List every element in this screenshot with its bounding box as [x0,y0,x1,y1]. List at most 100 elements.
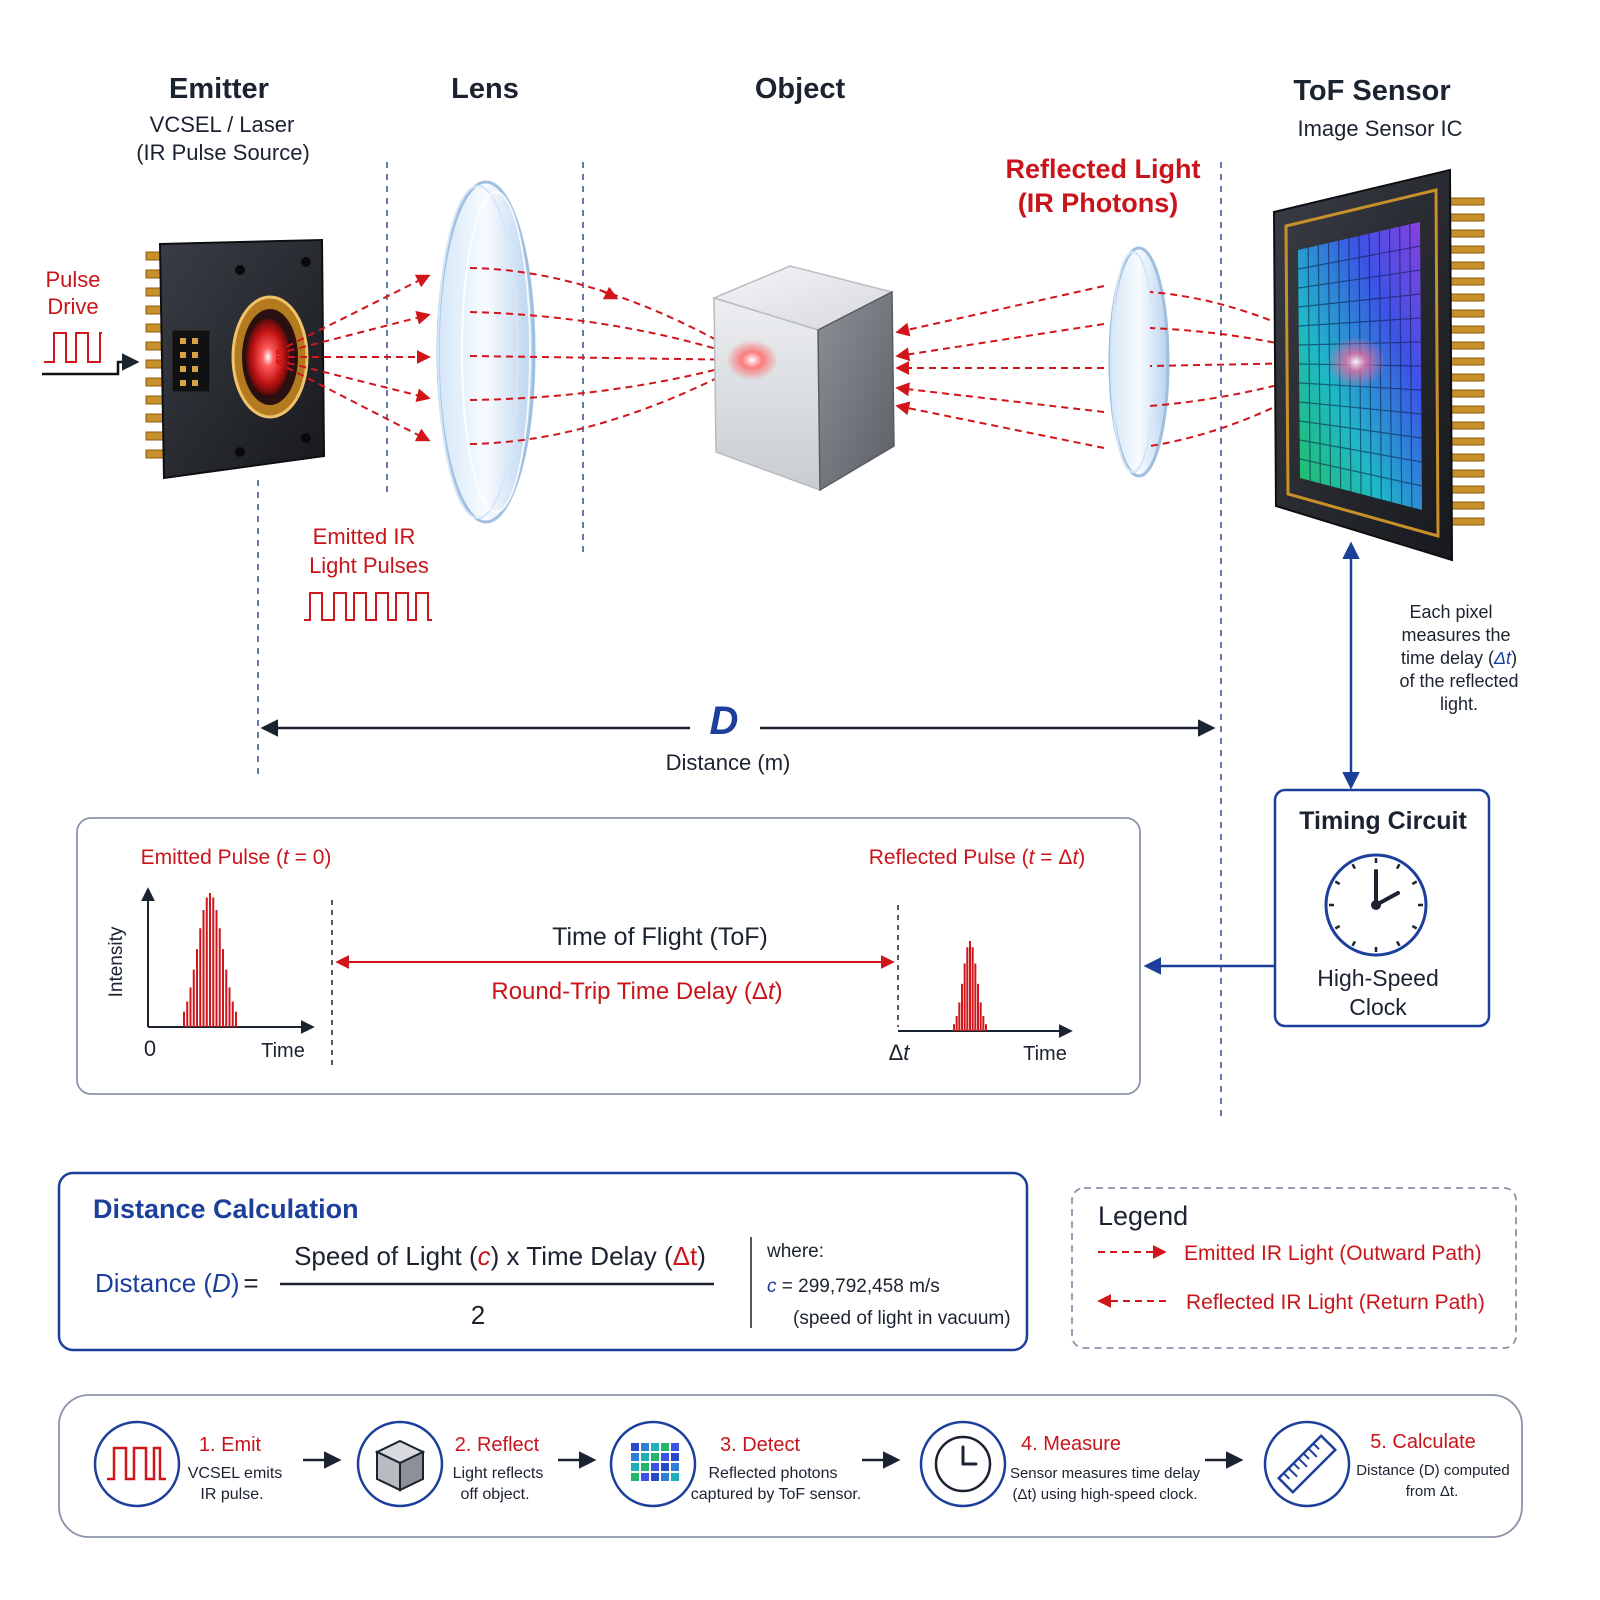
step-1-icon-ring [93,1420,181,1508]
emitted-ir-label-2: Light Pulses [309,553,429,578]
emitted-rays-left [275,274,431,442]
grid-cell [661,1463,669,1471]
grid-cell [631,1443,639,1451]
pixel-note-2: measures the [1401,625,1510,645]
clock-icon [934,1435,992,1493]
grid-cell [671,1463,679,1471]
object-cube [711,265,895,492]
step-2: 2. Reflect Light reflects off object. [356,1420,544,1508]
c-value: c = 299,792,458 m/s [767,1276,940,1297]
grid-icon [631,1443,679,1481]
emitter-subtitle-1: VCSEL / Laser [150,112,295,137]
grid-cell [661,1443,669,1451]
grid-cell [631,1453,639,1461]
emitter-chip [145,238,326,480]
timing-circuit-box: Timing Circuit High-Speed Clock [1273,788,1491,1028]
timing-circuit-title: Timing Circuit [1299,807,1467,835]
emitted-pulse-train [304,592,432,621]
pulse-drive-label-2: Drive [47,294,98,319]
grid-cell [641,1473,649,1481]
legend-reflected-label: Reflected IR Light (Return Path) [1186,1291,1485,1314]
grid-cell [641,1443,649,1451]
grid-cell [641,1463,649,1471]
grid-cell [661,1473,669,1481]
sensor-title: ToF Sensor [1293,75,1450,107]
step-4-line-1: Sensor measures time delay [1010,1465,1201,1482]
small-lens-element [1108,246,1170,478]
step-3-line-1: Reflected photons [709,1465,838,1482]
grid-cell [671,1443,679,1451]
focused-ray-arrow [599,286,619,300]
grid-cell [641,1453,649,1461]
step-4: 4. Measure Sensor measures time delay (Δ… [919,1420,1201,1508]
step-2-line-1: Light reflects [453,1465,544,1482]
lens-element [436,180,536,524]
legend-title: Legend [1098,1201,1188,1231]
clock-icon [1324,853,1428,957]
reflected-light-label-1: Reflected Light [1005,154,1200,184]
step-3-line-2: captured by ToF sensor. [691,1486,861,1503]
grid-cell [651,1453,659,1461]
step-1-line-2: IR pulse. [200,1486,263,1503]
pulse-icon [107,1446,166,1481]
clock-tick [1334,880,1341,886]
tof-sensor-chip [1272,168,1485,562]
step-3: 3. Detect Reflected photons captured by … [609,1420,861,1508]
step-1-title: 1. Emit [199,1434,262,1456]
timing-circuit-line-1: High-Speed [1317,965,1438,991]
origin-label: 0 [144,1036,156,1061]
grid-cell [631,1473,639,1481]
clock-tick [1411,924,1418,930]
step-5-title: 5. Calculate [1370,1431,1476,1453]
tof-title: Time of Flight (ToF) [552,923,768,951]
timing-circuit-line-2: Clock [1349,994,1407,1020]
distance-symbol: D [710,699,739,743]
clock-tick [1351,940,1357,947]
calc-numerator: Speed of Light (c) x Time Delay (Δt) [294,1241,706,1271]
grid-cell [651,1463,659,1471]
grid-cell [671,1473,679,1481]
distance-label: Distance (m) [666,750,791,775]
step-2-line-2: off object. [460,1486,529,1503]
time-axis-label-1: Time [261,1040,305,1062]
emitted-pulse-label: Emitted Pulse (t = 0) [141,846,332,869]
step-1-line-1: VCSEL emits [188,1465,283,1482]
tof-panel: Emitted Pulse (t = 0) Reflected Pulse (t… [76,817,1141,1095]
step-1: 1. Emit VCSEL emits IR pulse. [93,1420,283,1508]
calc-title: Distance Calculation [93,1194,359,1224]
step-3-title: 3. Detect [720,1434,800,1456]
grid-cell [661,1453,669,1461]
step-5: 5. Calculate Distance (D) computed from … [1263,1420,1510,1508]
c-note: (speed of light in vacuum) [793,1308,1011,1329]
emitted-pulse-bars [183,893,237,1027]
intensity-axis-label: Intensity [106,926,127,997]
ruler-icon [1276,1433,1338,1495]
distance-calculation-box: Distance Calculation Distance (D) = Spee… [57,1171,1029,1352]
grid-cell [651,1473,659,1481]
reflected-rays-left [895,285,1105,449]
pixel-note-1: Each pixel [1409,602,1492,622]
calc-equals: = [243,1268,258,1298]
object-title: Object [755,73,846,105]
calc-lhs: Distance (D) [95,1268,240,1298]
grid-cell [671,1453,679,1461]
where-label: where: [766,1241,824,1262]
pixel-note-4: of the reflected [1399,671,1518,691]
reflected-pulse-bars [953,941,987,1031]
step-2-title: 2. Reflect [455,1434,540,1456]
clock-tick [1411,880,1418,886]
clock-tick [1395,863,1401,870]
calc-denominator: 2 [471,1300,485,1330]
pulse-drive-waveform [44,332,102,363]
legend-emitted-label: Emitted IR Light (Outward Path) [1184,1242,1482,1265]
clock-tick [1334,924,1341,930]
step-5-line-1: Distance (D) computed [1356,1462,1509,1479]
step-4-line-2: (Δt) using high-speed clock. [1012,1486,1197,1503]
steps-strip: 1. Emit VCSEL emits IR pulse. 2. Reflect… [58,1394,1523,1538]
pixel-note-5: light. [1440,694,1478,714]
lens-title: Lens [451,73,519,105]
legend-box: Legend Emitted IR Light (Outward Path) R… [1071,1187,1517,1349]
sensor-subtitle: Image Sensor IC [1297,116,1462,141]
clock-tick [1395,940,1401,947]
sensor-grid-line [1299,458,1422,487]
